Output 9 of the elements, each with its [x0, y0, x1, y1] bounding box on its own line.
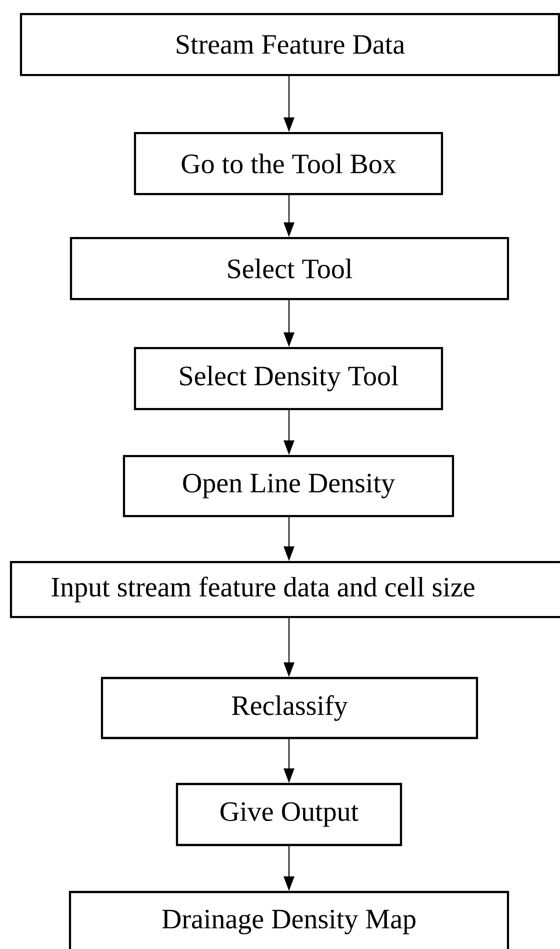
- process-box: Input stream feature data and cell size: [10, 560, 560, 618]
- process-box: Drainage Density Map: [68, 890, 510, 949]
- process-box: Go to the Tool Box: [134, 132, 444, 196]
- process-box: Reclassify: [100, 676, 478, 740]
- process-box: Select Density Tool: [134, 346, 444, 410]
- process-box: Give Output: [176, 782, 402, 846]
- process-box: Stream Feature Data: [20, 12, 560, 76]
- process-box: Open Line Density: [122, 454, 454, 518]
- process-box: Select Tool: [70, 236, 510, 300]
